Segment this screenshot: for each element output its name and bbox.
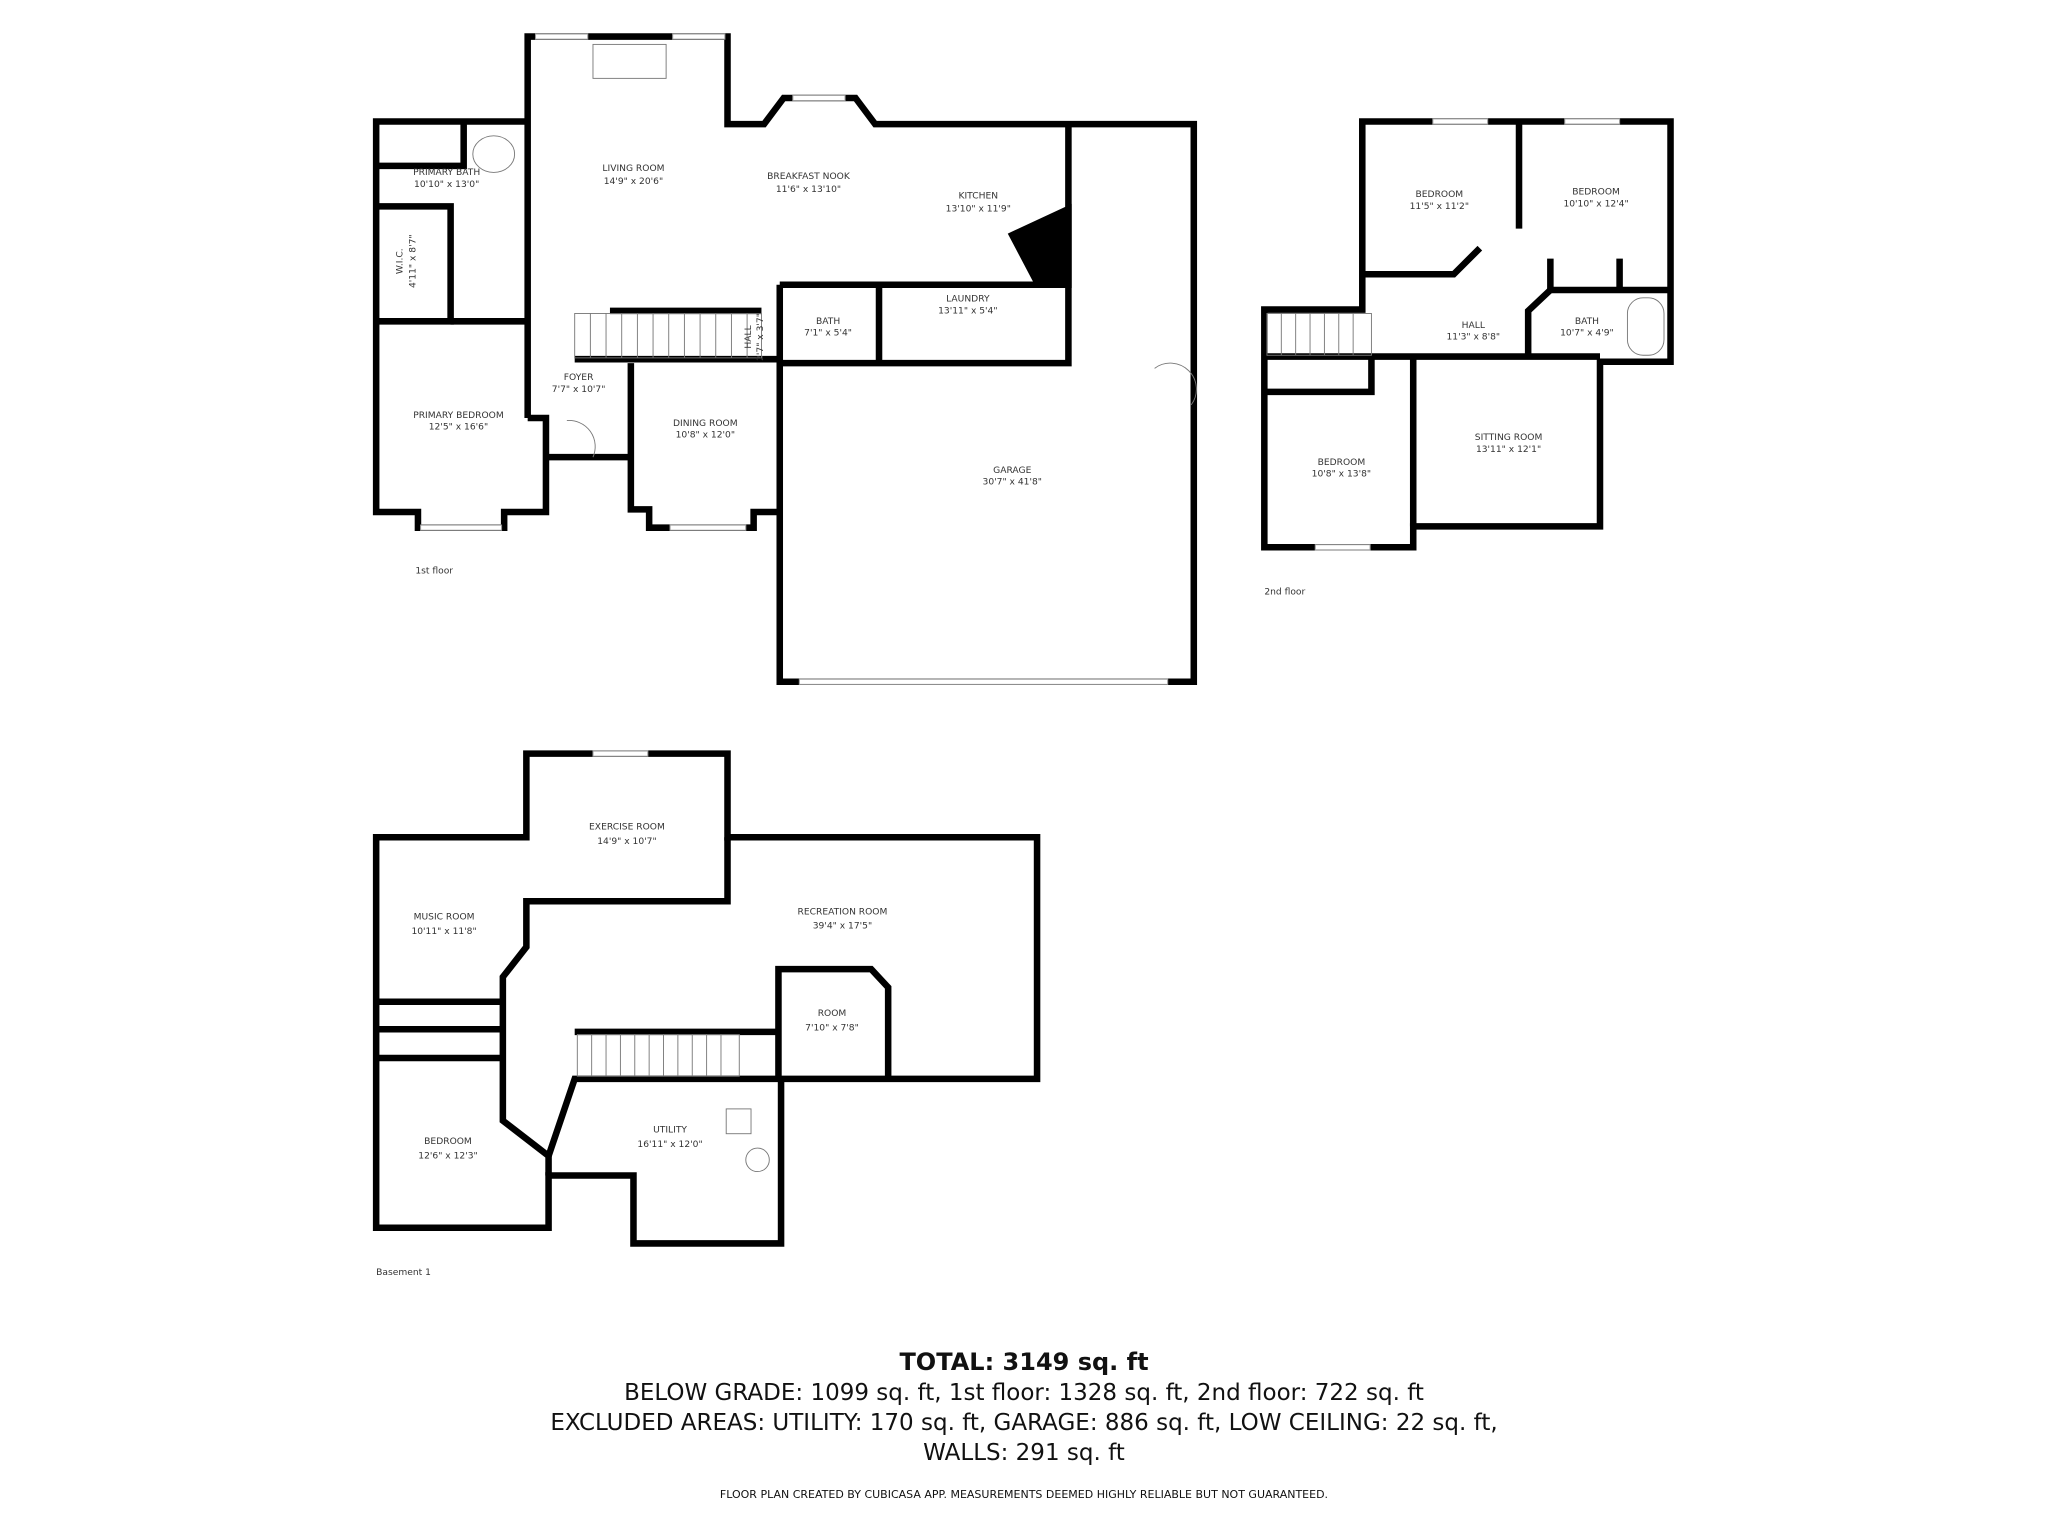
fireplace-icon — [592, 43, 667, 79]
room-name: LAUNDRY — [946, 295, 990, 305]
room-dims: 10'8" x 13'8" — [1312, 470, 1371, 480]
room-dims: 2'7" x 3'7" — [756, 313, 766, 361]
floor-label: 2nd floor — [1264, 587, 1305, 597]
room-name: BATH — [816, 317, 840, 327]
room-dims: 4'11" x 8'7" — [408, 234, 418, 288]
stairs-icon — [576, 1033, 740, 1077]
floor-label: Basement 1 — [376, 1268, 431, 1278]
room-dims: 39'4" x 17'5" — [813, 922, 872, 932]
room-dims: 13'11" x 5'4" — [938, 306, 997, 316]
room-dims: 30'7" x 41'8" — [983, 478, 1042, 488]
room-dims: 11'3" x 8'8" — [1446, 333, 1500, 343]
room-dims: 13'11" x 12'1" — [1476, 445, 1541, 455]
room-name: BEDROOM — [424, 1137, 472, 1147]
excluded-areas: EXCLUDED AREAS: UTILITY: 170 sq. ft, GAR… — [550, 1410, 1498, 1436]
room-dims: 10'11" x 11'8" — [411, 927, 476, 937]
walls-area: WALLS: 291 sq. ft — [923, 1440, 1125, 1466]
bathtub-icon — [472, 135, 516, 173]
room-name: BEDROOM — [1318, 458, 1366, 468]
room-dims: 11'6" x 13'10" — [776, 185, 841, 195]
room-name: BEDROOM — [1572, 188, 1620, 198]
room-name: BREAKFAST NOOK — [767, 172, 851, 182]
electric-panel-icon — [745, 1147, 770, 1173]
room-dims: 12'6" x 12'3" — [418, 1152, 477, 1162]
area-breakdown: BELOW GRADE: 1099 sq. ft, 1st floor: 132… — [624, 1380, 1424, 1406]
room-dims: 7'7" x 10'7" — [552, 385, 606, 395]
room-name: MUSIC ROOM — [414, 913, 475, 923]
disclaimer: FLOOR PLAN CREATED BY CUBICASA APP. MEAS… — [719, 1488, 1329, 1501]
bathtub-icon — [1626, 297, 1665, 356]
room-dims: 12'5" x 16'6" — [429, 423, 488, 433]
door-icon — [566, 420, 596, 458]
room-name: GARAGE — [993, 466, 1031, 476]
stairs-icon — [1266, 313, 1372, 356]
room-dims: 7'1" x 5'4" — [804, 329, 852, 339]
room-dims: 10'10" x 13'0" — [414, 180, 479, 190]
room-name: UTILITY — [653, 1125, 687, 1135]
room-name: KITCHEN — [959, 192, 999, 202]
room-dims: 13'10" x 11'9" — [946, 205, 1011, 215]
room-dims: 14'9" x 10'7" — [597, 837, 656, 847]
room-name: W.I.C. — [395, 248, 405, 274]
door-icon — [1154, 362, 1197, 406]
room-name: PRIMARY BEDROOM — [413, 411, 504, 421]
room-name: FOYER — [564, 373, 594, 383]
room-name: HALL — [1462, 321, 1486, 331]
room-name: DINING ROOM — [673, 419, 738, 429]
basement-floor: EXERCISE ROOM 14'9" x 10'7" MUSIC ROOM 1… — [372, 750, 1041, 1278]
room-name: SITTING ROOM — [1475, 433, 1543, 443]
stairs-icon — [574, 313, 762, 359]
water-heater-icon — [725, 1108, 752, 1135]
second-floor: BEDROOM 11'5" x 11'2" BEDROOM 10'10" x 1… — [1261, 118, 1674, 597]
room-dims: 11'5" x 11'2" — [1410, 202, 1469, 212]
room-name: BATH — [1575, 317, 1599, 327]
room-dims: 7'10" x 7'8" — [805, 1024, 859, 1034]
room-dims: 10'7" x 4'9" — [1560, 329, 1614, 339]
room-dims: 14'9" x 20'6" — [604, 177, 663, 187]
room-name: ROOM — [818, 1009, 847, 1019]
room-dims: 10'10" x 12'4" — [1563, 199, 1628, 209]
room-name: LIVING ROOM — [602, 164, 664, 174]
room-dims: 10'8" x 12'0" — [676, 431, 735, 441]
room-name: PRIMARY BATH — [413, 168, 480, 178]
first-floor: LIVING ROOM 14'9" x 20'6" BREAKFAST NOOK… — [372, 33, 1198, 686]
room-dims: 16'11" x 12'0" — [637, 1140, 702, 1150]
room-name: BEDROOM — [1416, 190, 1464, 200]
room-name: HALL — [744, 324, 754, 348]
floor-label: 1st floor — [415, 566, 453, 576]
room-name: RECREATION ROOM — [798, 907, 888, 917]
total-area: TOTAL: 3149 sq. ft — [899, 1348, 1149, 1376]
room-name: EXERCISE ROOM — [589, 822, 665, 832]
